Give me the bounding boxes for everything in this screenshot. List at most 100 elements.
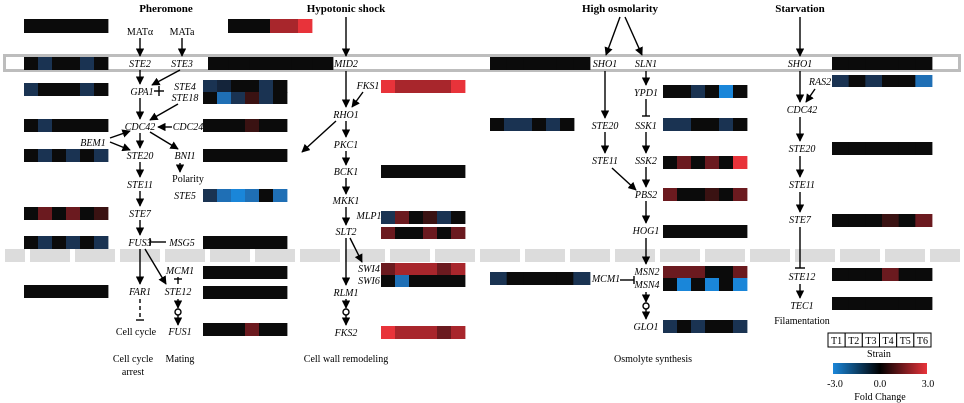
gene-mkk1: MKK1 (332, 196, 360, 207)
heatmap-cell (259, 92, 274, 104)
heatmap-cell (848, 75, 866, 87)
scale-title: Fold Change (854, 392, 906, 403)
heatmap-cell (663, 278, 678, 291)
strain-label-t2: T2 (848, 336, 859, 347)
heatmap-cell (504, 118, 519, 131)
outcome-osmolyte-synthesis: Osmolyte synthesis (614, 354, 692, 365)
heatmap-cell (719, 225, 734, 238)
heatmap-bar (24, 119, 109, 132)
fold-change-gradient-bar (833, 363, 927, 374)
heading-hypotonic-shock: Hypotonic shock (307, 3, 386, 15)
heatmap-bar (24, 236, 109, 249)
heatmap-cell (663, 85, 678, 98)
heatmap-cell (691, 266, 706, 278)
heatmap-cell (573, 272, 591, 285)
heatmap-bar (24, 83, 109, 96)
heatmap-cell (423, 227, 438, 239)
arrow-cdc42-bni1 (149, 131, 179, 150)
heatmap-cell (259, 286, 274, 299)
heatmap-cell (94, 19, 109, 33)
gene-fus3: FUS3 (127, 238, 151, 249)
heatmap-cell (540, 57, 558, 70)
heatmap-cell (217, 119, 232, 132)
heatmap-cell (437, 211, 452, 224)
heatmap-cell (705, 266, 720, 278)
heatmap-cell (395, 326, 410, 339)
heatmap-cell (80, 285, 95, 298)
heatmap-bar (381, 227, 466, 239)
gene-ras2: RAS2 (808, 77, 831, 88)
gene-ste4: STE4 (174, 82, 196, 93)
heatmap-cell (423, 165, 438, 178)
gene-bem1: BEM1 (80, 138, 106, 149)
gene-gpa1: GPA1 (130, 87, 153, 98)
outcome-cell-cycle: Cell cycle (116, 327, 157, 338)
heatmap-cell (94, 119, 109, 132)
heatmap-bar (663, 156, 748, 169)
strain-legend-label: Strain (867, 349, 891, 360)
arrow-ste3-gpa1 (151, 69, 181, 86)
heatmap-cell (259, 119, 274, 132)
heatmap-cell (437, 263, 452, 275)
heatmap-cell (273, 266, 288, 279)
heatmap-cell (898, 57, 916, 70)
heatmap-cell (719, 156, 734, 169)
transcription-node-glo1 (642, 302, 650, 310)
heatmap-cell (395, 211, 410, 224)
heatmap-cell (451, 211, 466, 224)
heatmap-cell (273, 92, 288, 104)
heatmap-cell (437, 326, 452, 339)
heatmap-cell (395, 165, 410, 178)
heatmap-cell (66, 119, 81, 132)
gene-cdc24: CDC24 (173, 122, 204, 133)
heatmap-cell (865, 297, 883, 310)
heatmap-bar (381, 275, 466, 287)
heatmap-bar (832, 142, 933, 155)
heatmap-cell (66, 236, 81, 249)
heatmap-cell (273, 286, 288, 299)
input-mat-a: MATa (170, 27, 195, 38)
heatmap-cell (228, 57, 251, 70)
heatmap-cell (719, 320, 734, 333)
heatmap-cell (898, 75, 916, 87)
outcome-mating: Mating (166, 354, 195, 365)
heatmap-bar (24, 207, 109, 220)
heatmap-bar (663, 85, 748, 98)
heatmap-cell (38, 19, 53, 33)
heatmap-cell (245, 286, 260, 299)
gene-cdc42-starvation: CDC42 (787, 105, 818, 116)
heatmap-cell (231, 323, 246, 336)
heatmap-cell (663, 156, 678, 169)
heatmap-cell (24, 19, 39, 33)
heatmap-cell (677, 225, 692, 238)
heatmap-cell (523, 272, 541, 285)
heatmap-cell (38, 285, 53, 298)
heatmap-cell (532, 118, 547, 131)
arrow-slt2-swi4 (349, 237, 363, 263)
heatmap-cell (490, 57, 508, 70)
gene-bck1: BCK1 (334, 167, 358, 178)
heatmap-cell (259, 236, 274, 249)
heatmap-cell (691, 320, 706, 333)
heatmap-cell (848, 214, 866, 227)
heatmap-cell (208, 57, 230, 70)
heatmap-cell (273, 323, 288, 336)
arrow-fus3-ste12 (144, 248, 167, 285)
gene-bni1: BNI1 (174, 151, 195, 162)
heatmap-cell (898, 268, 916, 281)
heatmap-cell (66, 149, 81, 162)
heatmap-cell (203, 266, 218, 279)
heatmap-cell (203, 236, 218, 249)
heatmap-bar (832, 57, 933, 70)
heatmap-bar (663, 320, 748, 333)
heatmap-cell (80, 207, 95, 220)
heatmap-bar (208, 57, 334, 70)
heatmap-cell (203, 149, 218, 162)
heatmap-cell (677, 278, 692, 291)
heatmap-cell (663, 188, 678, 201)
heatmap-bar (203, 92, 288, 104)
heatmap-cell (231, 189, 246, 202)
heatmap-cell (898, 297, 916, 310)
heatmap-cell (719, 118, 734, 131)
heatmap-cell (52, 83, 67, 96)
